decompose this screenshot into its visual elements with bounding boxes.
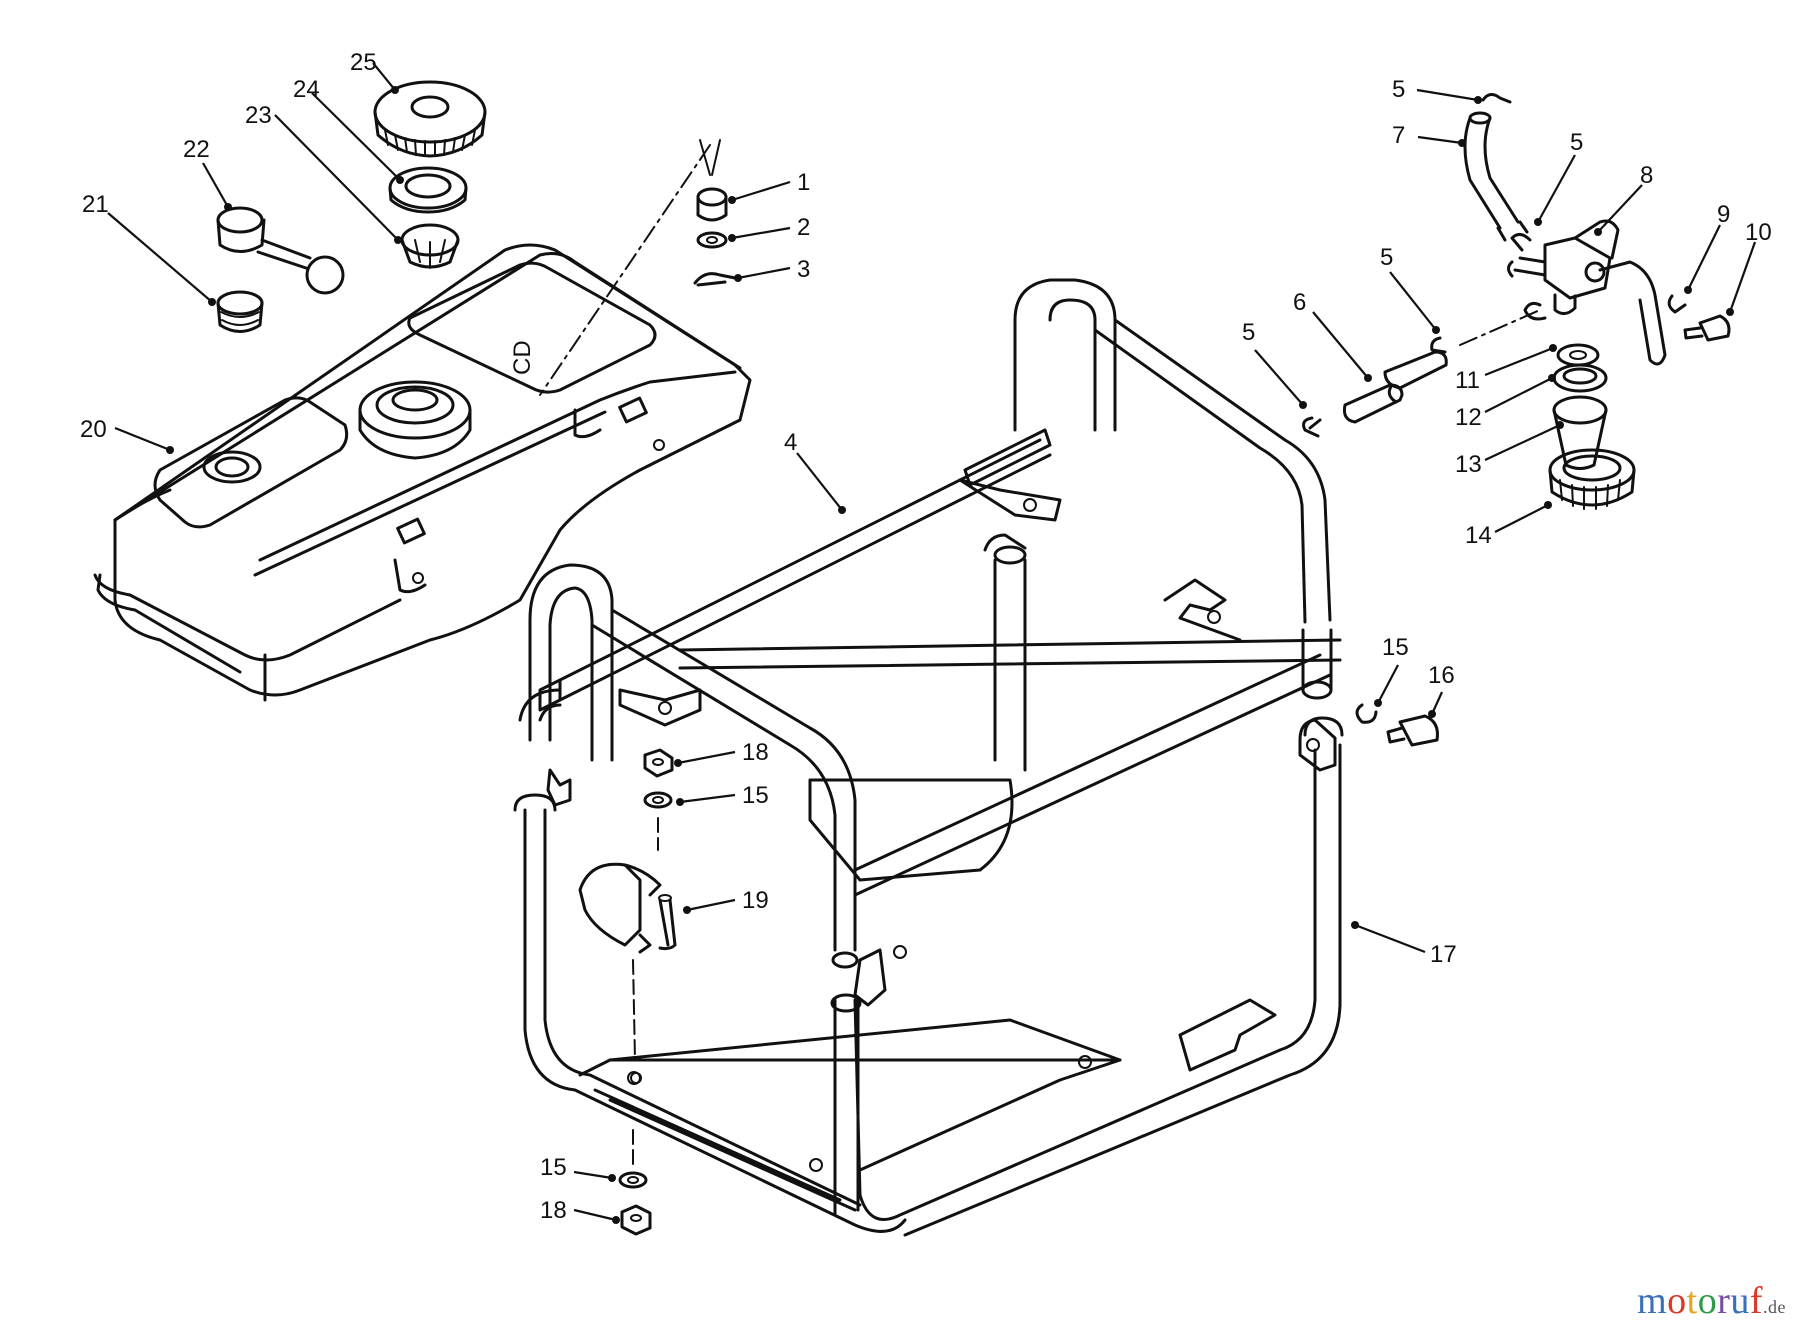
callout-leaders: [107, 62, 1757, 1224]
callout-25: 25: [350, 49, 377, 76]
callout-5-valve: 5: [1570, 129, 1583, 156]
svg-text:CD: CD: [509, 340, 536, 375]
callout-8: 8: [1640, 162, 1653, 189]
callout-18-lower: 18: [540, 1197, 567, 1224]
fuel-valve-assembly: [1302, 93, 1731, 510]
callout-15-lower: 15: [540, 1154, 567, 1181]
callout-24: 24: [293, 76, 320, 103]
callout-15-right: 15: [1382, 634, 1409, 661]
callout-5-mid: 5: [1380, 244, 1393, 271]
callout-labels: 1 2 3 4 5 5 5 5 6 7 8 9 10 11 12 13 14 1…: [80, 49, 1772, 1224]
fuel-tank: CD: [93, 243, 752, 702]
callout-5-left: 5: [1242, 319, 1255, 346]
callout-10: 10: [1745, 219, 1772, 246]
callout-14: 14: [1465, 522, 1492, 549]
callout-18-upper: 18: [742, 739, 769, 766]
callout-6: 6: [1293, 289, 1306, 316]
callout-16: 16: [1428, 662, 1455, 689]
callout-4: 4: [784, 429, 797, 456]
callout-9: 9: [1717, 201, 1730, 228]
callout-15-upper: 15: [742, 782, 769, 809]
fuel-cap-assembly: [216, 80, 487, 333]
callout-3: 3: [797, 256, 810, 283]
callout-17: 17: [1430, 941, 1457, 968]
callout-21: 21: [82, 191, 109, 218]
callout-12: 12: [1455, 404, 1482, 431]
mounting-hardware: [578, 703, 1439, 1236]
callout-7: 7: [1392, 122, 1405, 149]
callout-23: 23: [245, 102, 272, 129]
callout-19: 19: [742, 887, 769, 914]
callout-22: 22: [183, 136, 210, 163]
callout-11: 11: [1455, 367, 1480, 394]
callout-13: 13: [1455, 451, 1482, 478]
callout-20: 20: [80, 416, 107, 443]
watermark-logo: motoruf.de: [1637, 1280, 1786, 1322]
callout-5-top: 5: [1392, 76, 1405, 103]
callout-2: 2: [797, 214, 810, 241]
callout-1: 1: [797, 169, 810, 196]
grommet-washer-clip: [539, 139, 737, 396]
generator-frame: [513, 278, 1344, 1237]
